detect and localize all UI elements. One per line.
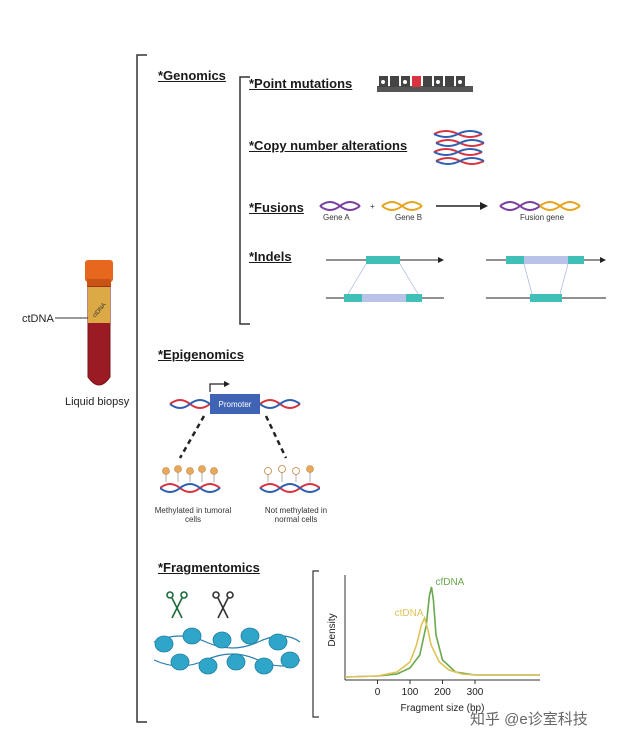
- fusions-label: *Fusions: [249, 200, 304, 215]
- x-axis-label: Fragment size (bp): [401, 703, 485, 714]
- series-label-cfdna: cfDNA: [435, 577, 464, 588]
- series-label-ctdna: ctDNA: [395, 608, 424, 619]
- svg-text:+: +: [370, 202, 375, 211]
- nucleosome-chain-icon: [153, 591, 301, 675]
- copy-number-dna-icon: [433, 130, 485, 165]
- not-methylated-label: Not methylated in normal cells: [264, 506, 328, 524]
- indels-label: *Indels: [249, 249, 292, 264]
- x-tick-label: 300: [467, 687, 484, 698]
- series-line-cfdna: [344, 586, 540, 678]
- epigenomics-title: *Epigenomics: [158, 347, 244, 362]
- x-tick-label: 200: [434, 687, 451, 698]
- x-tick-label: 0: [375, 687, 381, 698]
- promoter-label: Promoter: [219, 400, 252, 409]
- liquid-biopsy-label: Liquid biopsy: [65, 396, 130, 408]
- blood-tube-icon: ctDNA: [55, 260, 113, 386]
- watermark: 知乎 @e诊室科技: [470, 711, 588, 728]
- fusions-diagram: +: [319, 201, 581, 211]
- x-tick-label: 100: [402, 687, 419, 698]
- gene-b-label: Gene B: [395, 213, 423, 222]
- genomics-title: *Genomics: [158, 68, 226, 83]
- promoter-box: [210, 394, 260, 414]
- indels-diagram: [326, 256, 606, 302]
- point-mutations-label: *Point mutations: [249, 76, 353, 91]
- tube-cap: [85, 260, 113, 282]
- genomics-bracket: [239, 76, 250, 325]
- fragmentomics-title: *Fragmentomics: [158, 560, 260, 575]
- main-bracket: [136, 54, 147, 723]
- gene-a-label: Gene A: [323, 213, 350, 222]
- copy-number-label: *Copy number alterations: [249, 138, 408, 153]
- fusion-gene-label: Fusion gene: [520, 213, 565, 222]
- ctdna-label: ctDNA: [22, 313, 54, 325]
- y-axis-label: Density: [327, 613, 338, 646]
- point-mutation-icon: [377, 76, 473, 92]
- epigenomics-diagram: Promoter: [160, 381, 320, 493]
- methylated-label: Methylated in tumoral cells: [154, 506, 232, 524]
- series-line-ctdna: [344, 615, 540, 678]
